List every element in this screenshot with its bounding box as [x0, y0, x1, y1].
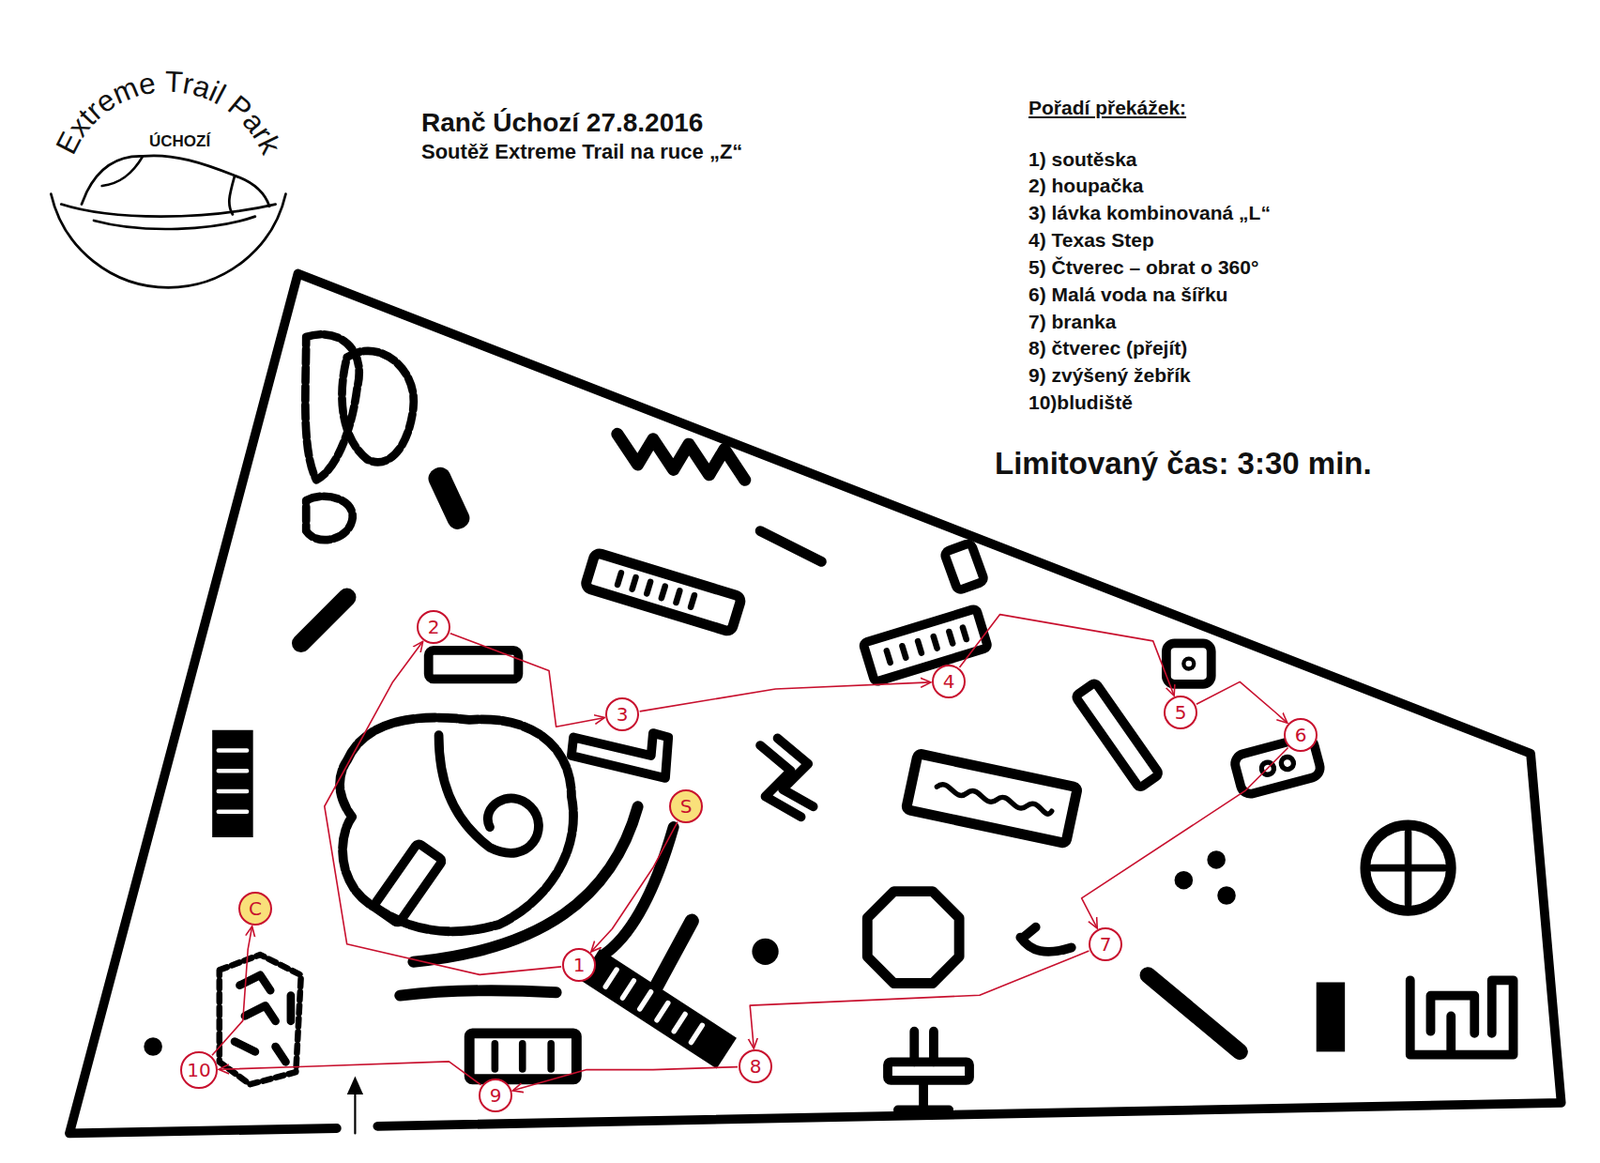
callout-number: 10 [186, 1060, 211, 1080]
callout-number: 6 [1295, 725, 1308, 745]
callout-circle: 4 [931, 664, 966, 699]
callout-number: 2 [427, 617, 441, 637]
gorge [399, 806, 673, 995]
callout-number: 8 [749, 1056, 762, 1076]
callout-circle: 9 [478, 1078, 513, 1113]
route-arrow [450, 633, 605, 728]
list-item: 7) branka [1028, 310, 1116, 334]
callout-circle: 6 [1283, 717, 1318, 752]
maze-obstacle [1410, 979, 1514, 1054]
callout-number: 9 [489, 1085, 503, 1105]
bushes [304, 334, 414, 540]
log-obstacle [301, 596, 348, 643]
route-arrow [324, 641, 562, 975]
ladder-obstacle [212, 730, 253, 838]
round-obstacle [1365, 824, 1451, 911]
l-bridge-obstacle [571, 732, 669, 778]
bridge-obstacle [584, 551, 742, 632]
callout-number: S [680, 796, 693, 816]
logo-text: ÚCHOZÍ [149, 132, 211, 152]
list-item: 8) čtverec (přejít) [1028, 336, 1188, 360]
route-arrow [1196, 681, 1287, 722]
beam-obstacle [1075, 682, 1160, 789]
pond-spiral [439, 734, 539, 854]
list-item: 5) Čtverec – obrat o 360° [1028, 256, 1259, 279]
callout-circle: S [669, 789, 703, 823]
entrance-arrow [353, 1083, 356, 1133]
raised-ladder-obstacle [469, 1033, 577, 1080]
callout-circle: 1 [562, 947, 596, 982]
pole-obstacle [760, 531, 822, 563]
subtitle: Soutěž Extreme Trail na ruce „Z“ [421, 139, 743, 164]
route-arrow [1081, 747, 1289, 929]
list-item: 10)bludiště [1028, 391, 1133, 414]
callout-circle: 10 [180, 1051, 218, 1089]
route-arrow [513, 1066, 738, 1091]
route-arrow [749, 950, 1089, 1048]
list-item: 2) houpačka [1028, 174, 1144, 198]
block-obstacle [1316, 981, 1345, 1052]
route-arrow [212, 927, 253, 1056]
callout-circle: 3 [605, 697, 640, 732]
pond [339, 717, 574, 932]
water-obstacle [906, 753, 1079, 844]
octagon-obstacle [867, 891, 960, 984]
list-item: Pořadí překážek: [1028, 96, 1187, 120]
square-obstacle [1166, 642, 1212, 685]
log-obstacle [425, 463, 473, 533]
list-item: 1) soutěska [1028, 148, 1138, 171]
route-arrow [640, 682, 930, 712]
labyrinth-obstacle [219, 954, 302, 1084]
logo-horse [81, 155, 270, 215]
logo-text: Extreme Trail Park [48, 64, 289, 160]
callout-number: 4 [943, 671, 956, 691]
time-limit: Limitovaný čas: 3:30 min. [994, 445, 1372, 482]
callout-number: C [248, 899, 262, 918]
map-title: Ranč Úchozí 27.8.2016 [421, 107, 703, 138]
callout-number: 3 [616, 704, 629, 724]
logo-water [60, 204, 275, 229]
logo-ring [50, 194, 286, 289]
park-boundary [69, 274, 1562, 1134]
list-item: 3) lávka kombinovaná „L“ [1028, 201, 1271, 225]
route-arrow [592, 822, 679, 952]
list-item: 4) Texas Step [1028, 228, 1155, 252]
box-obstacle [944, 542, 985, 591]
route-arrow [960, 614, 1174, 696]
texas-step-obstacle [863, 608, 989, 683]
list-item: 6) Malá voda na šířku [1028, 283, 1228, 306]
t-obstacle [887, 1031, 970, 1111]
callout-circle: 8 [738, 1049, 773, 1083]
pond-jetty [373, 842, 443, 924]
callout-circle: C [238, 891, 273, 926]
list-item: 9) zvýšený žebřík [1028, 364, 1191, 387]
gate-obstacle [1020, 927, 1071, 952]
callout-circle: 5 [1163, 695, 1198, 730]
callout-circle: 2 [416, 609, 451, 644]
callout-number: 1 [573, 955, 586, 975]
log-obstacle [1147, 975, 1240, 1052]
route-arrow [219, 1061, 482, 1085]
zigzag-obstacle [617, 433, 746, 480]
callout-number: 5 [1174, 702, 1188, 722]
callout-circle: 7 [1088, 927, 1123, 961]
callout-number: 7 [1099, 934, 1113, 954]
square-crossing-obstacle [579, 920, 737, 1068]
